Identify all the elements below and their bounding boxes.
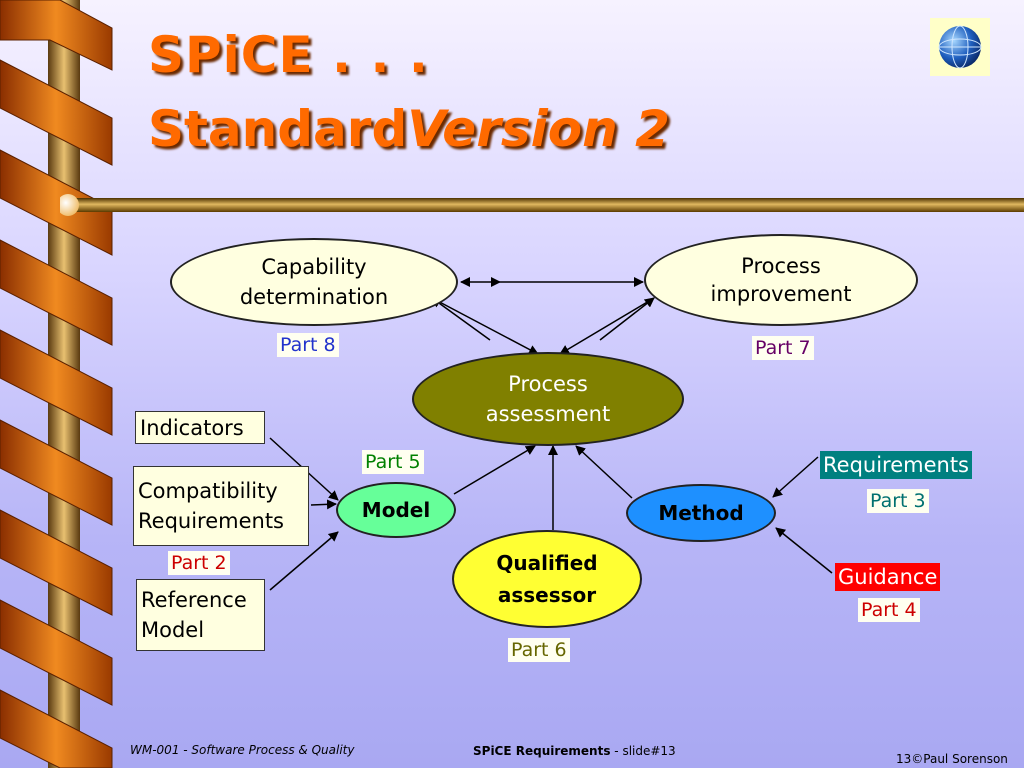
compatibility-requirements-box: Compatibility Requirements <box>133 466 309 546</box>
part-5-label: Part 5 <box>362 450 424 474</box>
capability-determination-node: Capability determination <box>170 238 458 326</box>
improvement-label: Process improvement <box>710 254 852 306</box>
reference-model-box: Reference Model <box>136 579 265 651</box>
process-assessment-node: Process assessment <box>412 352 684 446</box>
process-improvement-node: Process improvement <box>644 234 918 326</box>
model-node: Model <box>336 482 456 538</box>
method-label: Method <box>658 501 744 525</box>
title-rule <box>60 194 1024 216</box>
globe-icon <box>930 18 990 76</box>
part-2-label: Part 2 <box>168 551 230 575</box>
guidance-label: Guidance <box>835 563 941 591</box>
capability-label: Capability determination <box>239 255 389 309</box>
footer-slide: SPiCE Requirements - slide#13 <box>473 744 676 758</box>
part-3-label: Part 3 <box>867 489 929 513</box>
reference-label: Reference Model <box>141 588 247 642</box>
slide-title-line1: SPiCE . . . <box>148 26 429 84</box>
assessment-label: Process assessment <box>485 372 611 426</box>
slide-title-line2: StandardVersion 2 <box>148 100 670 158</box>
compat-label: Compatibility Requirements <box>138 479 284 533</box>
indicators-label: Indicators <box>140 415 244 440</box>
spiral-decoration <box>0 0 113 768</box>
title-standard: Standard <box>148 100 408 158</box>
footer-slide-title: SPiCE Requirements <box>473 744 611 758</box>
part-7-label: Part 7 <box>752 336 814 360</box>
model-label: Model <box>361 498 431 522</box>
part-4-label: Part 4 <box>858 598 920 622</box>
method-node: Method <box>626 484 776 542</box>
assessor-label: Qualified assessor <box>496 551 598 607</box>
requirements-label: Requirements <box>820 451 972 479</box>
part-8-label: Part 8 <box>277 333 339 357</box>
footer-course: WM-001 - Software Process & Quality <box>130 743 355 757</box>
footer-slide-number: - slide#13 <box>610 744 676 758</box>
title-version: Version 2 <box>407 100 670 158</box>
qualified-assessor-node: Qualified assessor <box>452 530 642 628</box>
indicators-box: Indicators <box>135 411 265 444</box>
footer-author: 13©Paul Sorenson <box>896 752 1008 766</box>
part-6-label: Part 6 <box>508 638 570 662</box>
